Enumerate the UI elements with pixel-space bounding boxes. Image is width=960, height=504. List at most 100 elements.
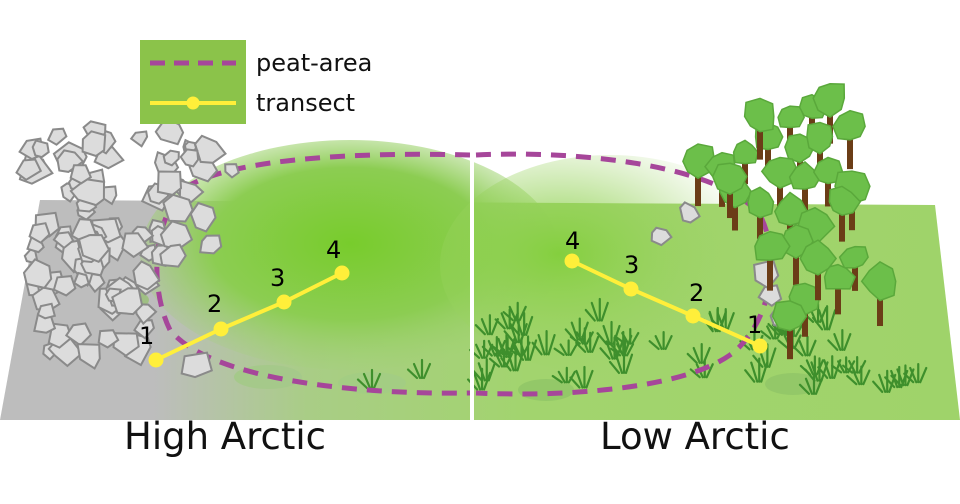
transect-point-label: 3 xyxy=(270,264,285,292)
rock xyxy=(156,170,183,196)
tree-trunk xyxy=(827,102,833,144)
grass-tuft xyxy=(744,357,769,383)
hollow xyxy=(765,373,821,395)
tree-trunk xyxy=(757,205,763,239)
grass-tuft xyxy=(503,319,528,344)
legend-box xyxy=(140,40,246,124)
high-arctic-label: High Arctic xyxy=(124,415,326,458)
tree-crown xyxy=(784,133,816,164)
grass-tuft xyxy=(551,366,576,384)
rock xyxy=(15,158,43,182)
transect-point xyxy=(334,265,350,281)
grass-tuft xyxy=(710,308,735,331)
tree-trunk xyxy=(835,280,841,315)
rock xyxy=(757,284,783,308)
tree-crown xyxy=(812,156,844,185)
tree-trunk xyxy=(802,180,808,213)
transect-point-label: 2 xyxy=(207,290,222,318)
tree-trunk xyxy=(765,140,771,175)
tree-crown xyxy=(812,83,846,118)
tree xyxy=(860,260,897,327)
rock xyxy=(73,271,90,289)
tree-crown xyxy=(806,121,834,155)
rock xyxy=(154,116,185,146)
tree-crown xyxy=(860,260,897,302)
grass-tuft xyxy=(648,330,673,351)
tree-crown xyxy=(760,156,799,189)
tree xyxy=(812,156,844,207)
tree xyxy=(812,83,846,144)
tree xyxy=(777,105,806,150)
grass-tuft xyxy=(799,355,824,376)
rock xyxy=(76,343,101,370)
grass-tuft xyxy=(608,349,634,375)
grass-tuft xyxy=(406,358,432,380)
grass-tuft xyxy=(500,345,525,372)
forest xyxy=(682,83,897,360)
tree-crown xyxy=(823,263,856,290)
transect-point xyxy=(623,281,639,297)
tree-crown xyxy=(711,162,748,196)
peat-glow-high xyxy=(140,140,560,370)
rock xyxy=(679,201,701,224)
grass-tuft xyxy=(469,339,494,359)
grass-tuft xyxy=(488,348,514,368)
tree xyxy=(743,97,775,160)
tree-crown xyxy=(838,245,869,269)
tree-crown xyxy=(799,239,838,276)
rock xyxy=(87,272,106,294)
rock xyxy=(52,275,77,297)
tree xyxy=(788,160,822,213)
tree-trunk xyxy=(695,165,701,207)
rock xyxy=(56,149,85,173)
tree-trunk xyxy=(742,155,748,185)
transect-point xyxy=(213,321,229,337)
transect-point xyxy=(685,308,701,324)
tree-trunk xyxy=(847,130,853,170)
transect-point-label: 3 xyxy=(624,251,639,279)
rock xyxy=(46,127,68,146)
tree-trunk xyxy=(839,205,845,242)
transect-point-label: 4 xyxy=(326,236,341,264)
tree-crown xyxy=(832,109,866,141)
grass-tuft xyxy=(564,317,589,341)
rock xyxy=(81,130,107,158)
transect-line xyxy=(571,259,761,348)
grass-tuft xyxy=(827,329,852,351)
tree-crown xyxy=(773,191,809,227)
tree-trunk xyxy=(787,320,793,360)
tree-trunk xyxy=(815,262,821,301)
grass-tuft xyxy=(491,333,516,358)
tree xyxy=(799,239,838,301)
rock xyxy=(28,222,51,244)
transect-point-label: 1 xyxy=(139,322,154,350)
rock xyxy=(193,134,227,164)
rock xyxy=(69,164,93,185)
tree xyxy=(771,300,808,360)
grass-tuft xyxy=(481,335,506,357)
grass-tuft xyxy=(890,364,915,387)
rock xyxy=(36,302,57,320)
rock xyxy=(159,243,187,268)
transect-point-label: 4 xyxy=(565,227,580,255)
rock xyxy=(33,312,57,334)
grass-tuft xyxy=(702,306,727,333)
tree-trunk xyxy=(732,195,738,231)
peat-area-legend-label: peat-area xyxy=(256,49,372,77)
tree-crown xyxy=(777,105,806,129)
grass-tuft xyxy=(846,365,871,386)
transect-low-arctic: 4 3 2 1 xyxy=(564,227,768,354)
tree-crown xyxy=(732,139,759,165)
rock xyxy=(31,139,50,159)
grass-tuft xyxy=(872,369,897,393)
rock xyxy=(133,319,156,340)
rock xyxy=(180,351,213,379)
grass-tuft xyxy=(752,343,777,368)
transect-point-label: 2 xyxy=(689,279,704,307)
grass-tuft xyxy=(502,301,527,322)
peat-area-boundary-high xyxy=(154,151,471,396)
transect-high-arctic: 1 2 3 4 xyxy=(139,236,350,368)
grass-tuft xyxy=(817,355,842,380)
transect-line xyxy=(155,271,343,362)
